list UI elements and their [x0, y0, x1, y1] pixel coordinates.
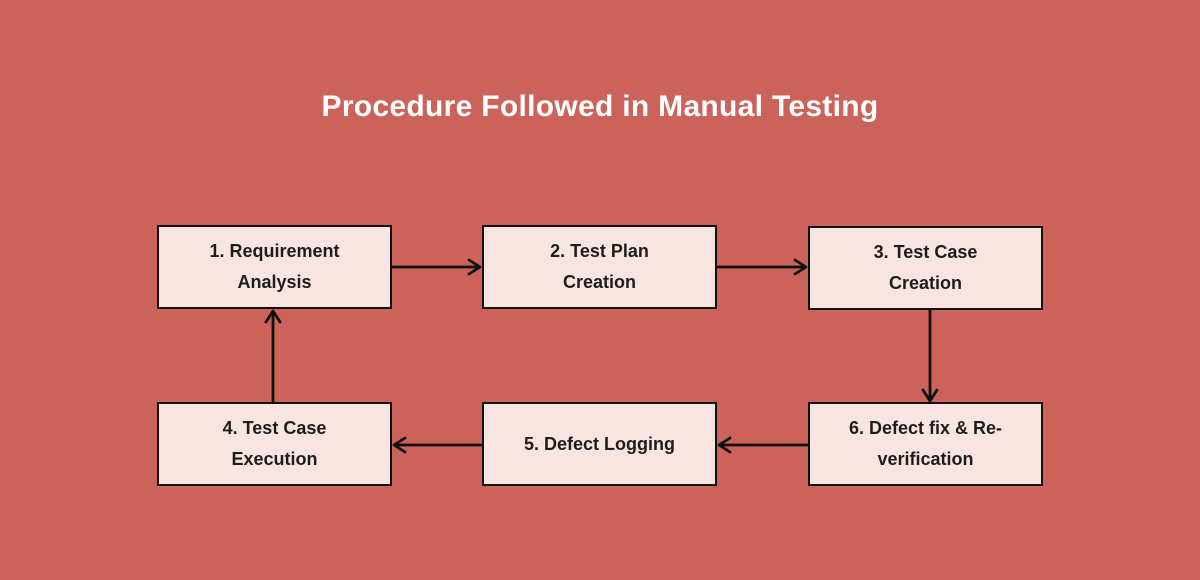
diagram-title: Procedure Followed in Manual Testing: [321, 90, 879, 123]
step-box-requirement-analysis: 1. Requirement Analysis: [157, 225, 392, 309]
arrow-step1-to-step2: [392, 258, 482, 276]
step-label-line: verification: [877, 449, 974, 469]
step-label-line: Creation: [888, 273, 962, 293]
step-label-line: Creation: [562, 272, 636, 292]
step-label-line: 3. Test Case: [873, 242, 978, 262]
arrow-step6-to-step5: [717, 436, 808, 454]
step-box-test-case-creation: 3. Test Case Creation: [808, 226, 1043, 310]
step-label-line: 1. Requirement: [209, 241, 340, 261]
step-label-line: 4. Test Case: [222, 418, 327, 438]
step-label-line: Execution: [231, 449, 318, 469]
step-label-line: 2. Test Plan: [550, 241, 649, 261]
arrow-step2-to-step3: [717, 258, 808, 276]
step-box-test-plan-creation: 2. Test Plan Creation: [482, 225, 717, 309]
arrow-step3-to-step6: [921, 309, 939, 403]
arrow-step5-to-step4: [392, 436, 482, 454]
step-label-line: Analysis: [237, 272, 312, 292]
step-box-defect-fix-reverification: 6. Defect fix & Re- verification: [808, 402, 1043, 486]
step-box-test-case-execution: 4. Test Case Execution: [157, 402, 392, 486]
arrow-step4-to-step1: [264, 309, 282, 403]
step-label-line: 5. Defect Logging: [523, 433, 675, 454]
step-label-line: 6. Defect fix & Re-: [848, 418, 1003, 438]
step-box-defect-logging: 5. Defect Logging: [482, 402, 717, 486]
